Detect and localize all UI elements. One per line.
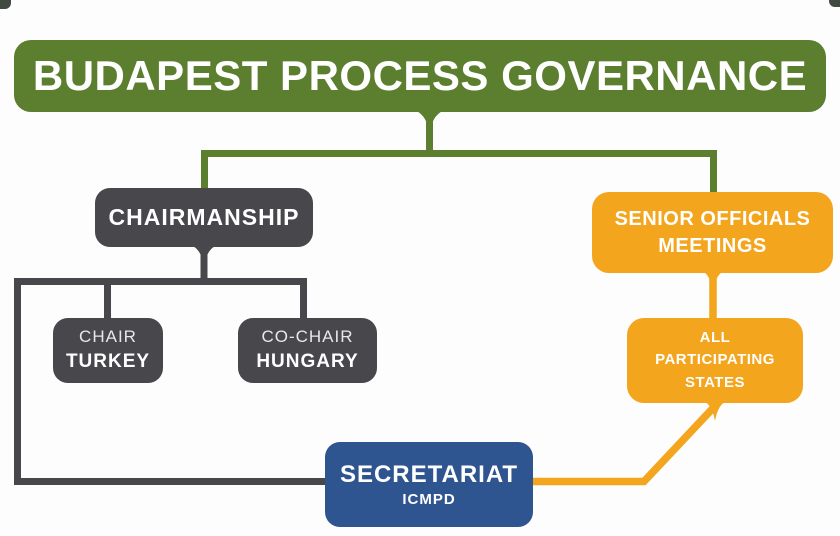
title-banner: BUDAPEST PROCESS GOVERNANCE (14, 40, 826, 112)
chairmanship-label: CHAIRMANSHIP (108, 204, 300, 230)
participating-line2: PARTICIPATING (655, 351, 775, 369)
node-secretariat: SECRETARIAT ICMPD (325, 442, 533, 527)
co-chair-country-label: HUNGARY (256, 351, 359, 373)
node-chair-turkey: CHAIR TURKEY (53, 318, 163, 383)
senior-officials-tail (700, 270, 726, 291)
node-senior-officials-meetings: SENIOR OFFICIALS MEETINGS (592, 192, 833, 273)
participating-line1: ALL (699, 328, 731, 346)
diagram-title: BUDAPEST PROCESS GOVERNANCE (32, 52, 808, 99)
participating-states-tail (701, 400, 729, 421)
node-co-chair-hungary: CO-CHAIR HUNGARY (238, 318, 377, 383)
co-chair-role-label: CO-CHAIR (261, 327, 354, 347)
corner-artifact-right (829, 0, 840, 7)
chair-country-label: TURKEY (65, 351, 151, 373)
chairmanship-tail (190, 245, 218, 266)
senior-officials-line1: SENIOR OFFICIALS (614, 207, 811, 230)
banner-tail (414, 110, 445, 132)
corner-artifact-left (0, 0, 11, 9)
chair-role-label: CHAIR (79, 327, 137, 347)
secretariat-sublabel: ICMPD (402, 491, 456, 508)
node-chairmanship: CHAIRMANSHIP (95, 188, 313, 247)
secretariat-label: SECRETARIAT (339, 461, 519, 488)
participating-line3: STATES (685, 373, 745, 391)
node-all-participating-states: ALL PARTICIPATING STATES (627, 318, 803, 403)
senior-officials-line2: MEETINGS (658, 234, 767, 257)
